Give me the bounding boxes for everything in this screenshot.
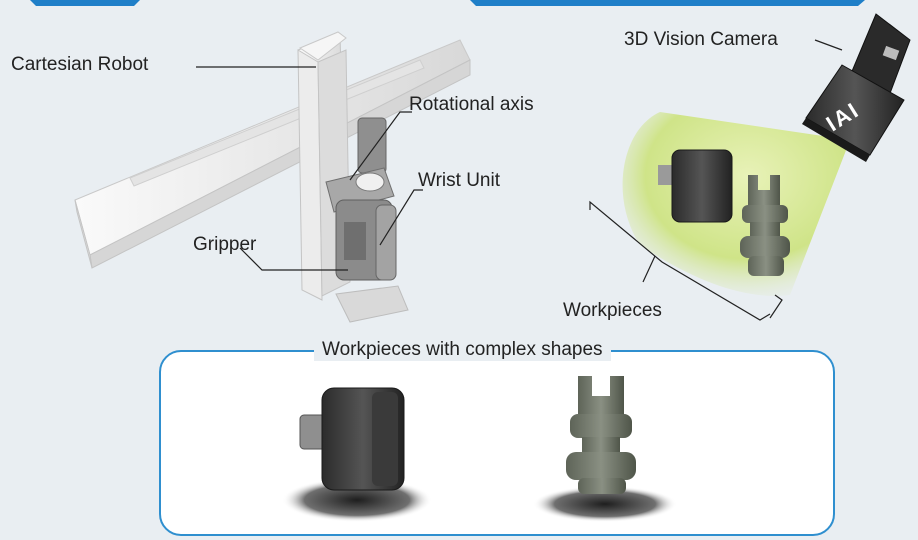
label-gripper: Gripper (193, 234, 257, 255)
leader-lines (196, 39, 843, 321)
workpiece-fork-upper (740, 175, 790, 276)
cartesian-beam (74, 39, 471, 269)
wrist-assembly (325, 117, 397, 281)
workpiece-fork-lower (566, 376, 636, 494)
label-complex-shapes: Workpieces with complex shapes (314, 339, 611, 361)
label-vision-camera: 3D Vision Camera (624, 29, 778, 50)
gripper-plate (335, 285, 409, 323)
shadow-right (533, 486, 677, 522)
label-rotational-axis: Rotational axis (409, 94, 534, 115)
vision-camera (802, 13, 911, 162)
header-band-right (470, 0, 865, 6)
label-workpieces: Workpieces (563, 300, 662, 321)
label-wrist-unit: Wrist Unit (418, 170, 500, 191)
label-cartesian-robot: Cartesian Robot (11, 54, 149, 75)
cartesian-column (297, 31, 351, 301)
workpiece-block-upper (658, 149, 733, 223)
header-band-left (30, 0, 140, 6)
workpiece-block-lower (299, 387, 405, 491)
